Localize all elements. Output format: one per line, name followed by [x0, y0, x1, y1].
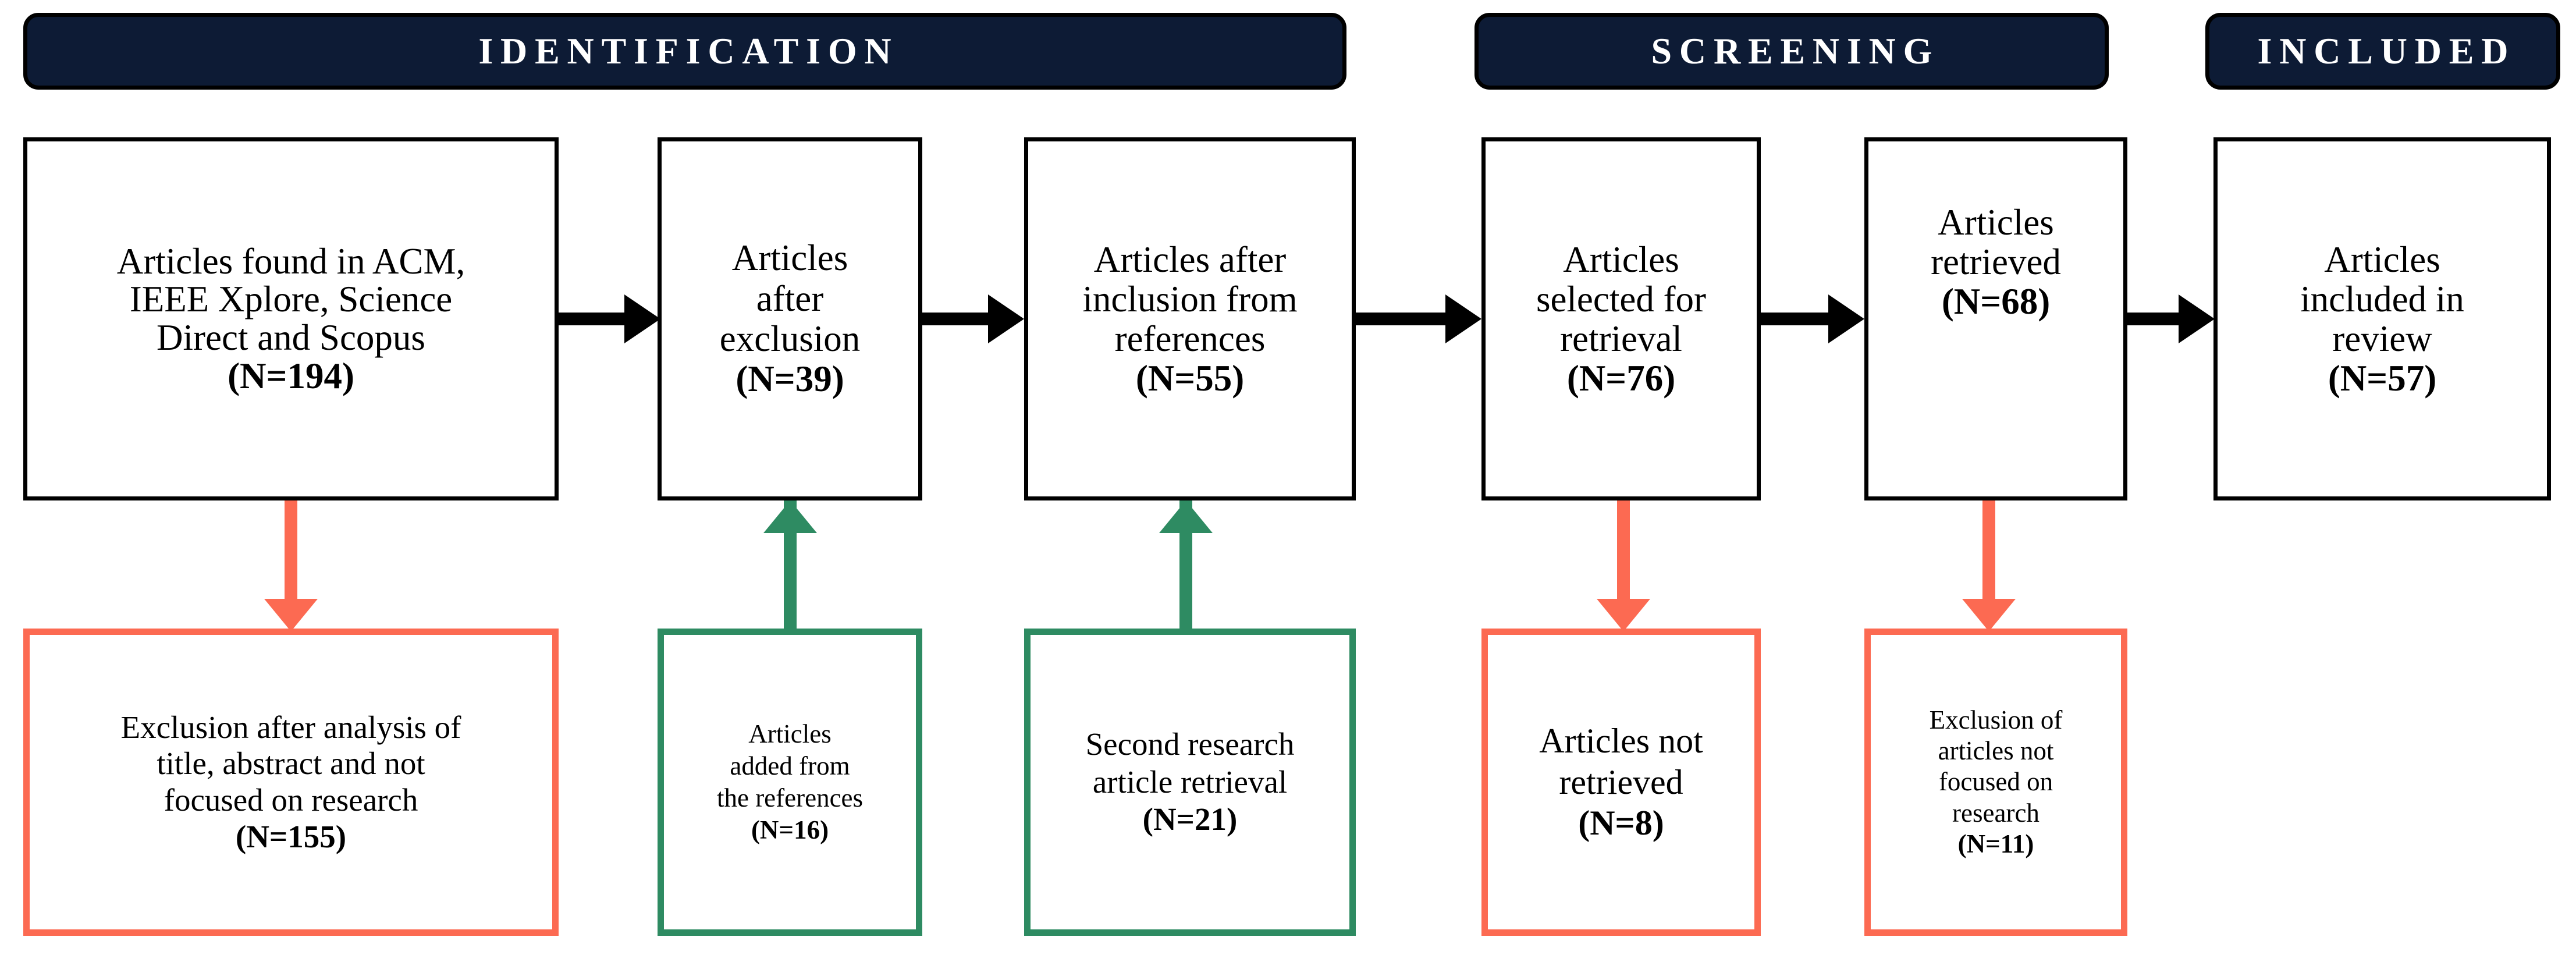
arrow-head-right-icon: [988, 294, 1024, 343]
arrow-head-down-icon: [1962, 599, 2016, 631]
flow-box-line: retrieval: [1560, 318, 1682, 359]
side-box-line: focused on: [1938, 767, 2053, 797]
arrow-shaft: [1982, 500, 1995, 602]
stage-banner-identification-label: IDENTIFICATION: [478, 30, 899, 72]
flow-box-count: (N=76): [1566, 358, 1676, 399]
flow-box-count: (N=39): [736, 358, 844, 400]
flow-box-line: Articles: [731, 237, 848, 279]
flow-box-line: Articles: [1938, 202, 2054, 243]
stage-banner-identification: IDENTIFICATION: [23, 13, 1346, 90]
arrow-head-up-icon: [1159, 500, 1213, 533]
side-box-line: Articles: [748, 719, 832, 749]
side-box-line: retrieved: [1559, 762, 1683, 801]
side-box-line: research: [1952, 798, 2040, 828]
side-box-count: (N=16): [751, 815, 829, 844]
flow-box-count: (N=57): [2328, 358, 2437, 399]
flow-box-articles-after-exclusion: Articles after exclusion (N=39): [658, 137, 922, 500]
side-box-second-research-article-retrieval: Second research article retrieval (N=21): [1024, 629, 1356, 936]
side-box-line: Second research: [1085, 726, 1295, 762]
stage-banner-screening-label: SCREENING: [1651, 30, 1940, 72]
flow-box-articles-found: Articles found in ACM, IEEE Xplore, Scie…: [23, 137, 559, 500]
side-box-count: (N=11): [1957, 829, 2034, 858]
side-box-exclusion-title-abstract: Exclusion after analysis of title, abstr…: [23, 629, 559, 936]
side-box-line: focused on research: [164, 782, 418, 818]
arrow-shaft: [1179, 500, 1192, 631]
flow-box-line: Articles: [2324, 239, 2440, 280]
side-box-articles-added-from-references: Articles added from the references (N=16…: [658, 629, 922, 936]
flow-box-line: retrieved: [1931, 242, 2061, 283]
flow-box-line: Articles after: [1093, 239, 1287, 280]
flow-box-line: Articles found in ACM,: [116, 240, 466, 282]
side-box-line: the references: [716, 783, 864, 812]
arrow-head-right-icon: [1445, 294, 1481, 343]
arrow-shaft: [2127, 313, 2186, 325]
stage-banner-included-label: INCLUDED: [2257, 30, 2516, 72]
flow-box-count: (N=194): [228, 355, 354, 396]
flow-box-articles-selected-for-retrieval: Articles selected for retrieval (N=76): [1481, 137, 1761, 500]
flow-box-line: included in: [2300, 278, 2464, 319]
side-box-line: title, abstract and not: [157, 745, 425, 782]
side-box-line: Articles not: [1539, 721, 1703, 760]
arrow-head-right-icon: [2179, 294, 2215, 343]
arrow-head-down-icon: [1597, 599, 1650, 631]
arrow-shaft: [1617, 500, 1630, 602]
arrow-shaft: [1761, 313, 1835, 325]
flow-box-line: inclusion from: [1082, 278, 1298, 319]
arrow-shaft: [1356, 313, 1452, 325]
arrow-shaft: [559, 313, 631, 325]
side-box-count: (N=155): [235, 818, 347, 854]
side-box-count: (N=8): [1578, 804, 1664, 843]
arrow-head-up-icon: [763, 500, 817, 533]
side-box-line: added from: [730, 751, 850, 781]
flow-box-line: review: [2332, 318, 2432, 359]
side-box-articles-not-retrieved: Articles not retrieved (N=8): [1481, 629, 1761, 936]
arrow-shaft: [784, 500, 797, 631]
flow-box-count: (N=55): [1135, 358, 1245, 399]
flow-box-count: (N=68): [1941, 281, 2051, 322]
flow-box-line: Articles: [1563, 239, 1679, 280]
side-box-exclusion-not-focused-on-research: Exclusion of articles not focused on res…: [1864, 629, 2127, 936]
side-box-line: article retrieval: [1092, 764, 1288, 800]
flow-box-line: references: [1114, 318, 1266, 359]
stage-banner-screening: SCREENING: [1474, 13, 2109, 90]
arrow-head-right-icon: [1828, 294, 1864, 343]
flow-box-line: exclusion: [719, 318, 861, 359]
arrow-head-right-icon: [624, 294, 660, 343]
flow-box-line: IEEE Xplore, Science: [129, 279, 453, 320]
arrow-shaft: [922, 313, 995, 325]
flow-box-articles-retrieved: Articles retrieved (N=68): [1864, 137, 2127, 500]
side-box-line: Exclusion after analysis of: [120, 709, 461, 745]
arrow-shaft: [285, 500, 297, 602]
flow-box-line: Direct and Scopus: [157, 317, 425, 358]
flow-box-line: after: [756, 278, 824, 319]
flow-box-line: selected for: [1536, 278, 1707, 319]
arrow-head-down-icon: [264, 599, 318, 631]
flow-box-articles-after-inclusion: Articles after inclusion from references…: [1024, 137, 1356, 500]
flow-box-articles-included-in-review: Articles included in review (N=57): [2213, 137, 2551, 500]
side-box-count: (N=21): [1142, 801, 1238, 837]
side-box-line: Exclusion of: [1929, 705, 2063, 735]
side-box-line: articles not: [1938, 736, 2054, 766]
stage-banner-included: INCLUDED: [2205, 13, 2560, 90]
